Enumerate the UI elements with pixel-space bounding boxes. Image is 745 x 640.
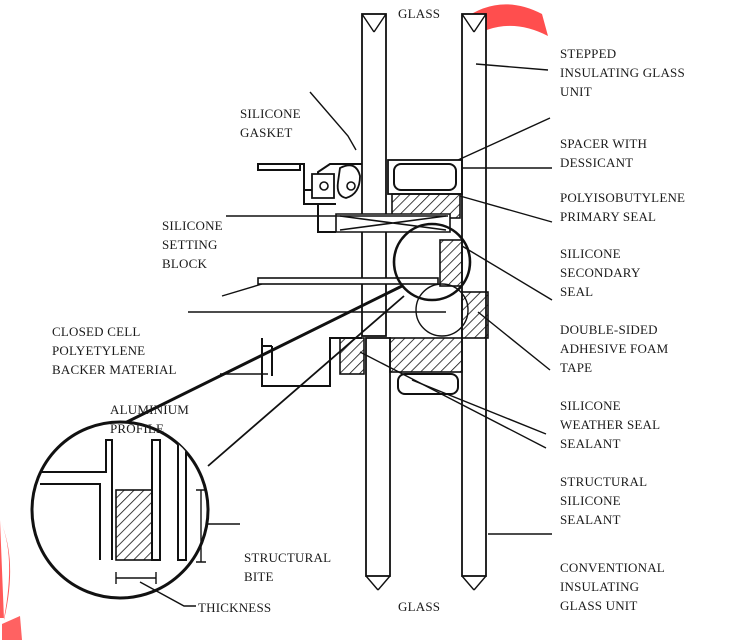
weather-seal-sealant <box>339 337 365 375</box>
thickness-dimension <box>115 572 196 607</box>
glass-pane-outer-lower <box>365 337 391 577</box>
structural-bite-dimension <box>196 489 240 563</box>
setting-block <box>335 213 451 233</box>
detail-contents <box>40 439 187 561</box>
gasket-hole-1 <box>319 181 329 191</box>
backer-rod <box>257 277 439 285</box>
leader-lines <box>188 63 553 535</box>
detail-callout-ellipse <box>415 283 469 337</box>
watermark-mark-bottom <box>2 616 22 640</box>
detail-callout-circle <box>392 222 472 302</box>
label-glass-bottom: GLASS <box>398 599 441 614</box>
label-glass-top: GLASS <box>398 6 441 21</box>
magnifier-line-2 <box>207 295 405 467</box>
glass-top-marks <box>361 13 487 591</box>
watermark-arc-left <box>0 520 11 620</box>
gasket-hole-2 <box>346 181 356 191</box>
spacer-upper <box>393 163 457 191</box>
glass-pane-outer-upper <box>361 13 387 337</box>
foam-tape <box>439 239 463 287</box>
structural-sealant-lower <box>389 337 463 373</box>
label-thickness: THICKNESS <box>198 600 272 615</box>
